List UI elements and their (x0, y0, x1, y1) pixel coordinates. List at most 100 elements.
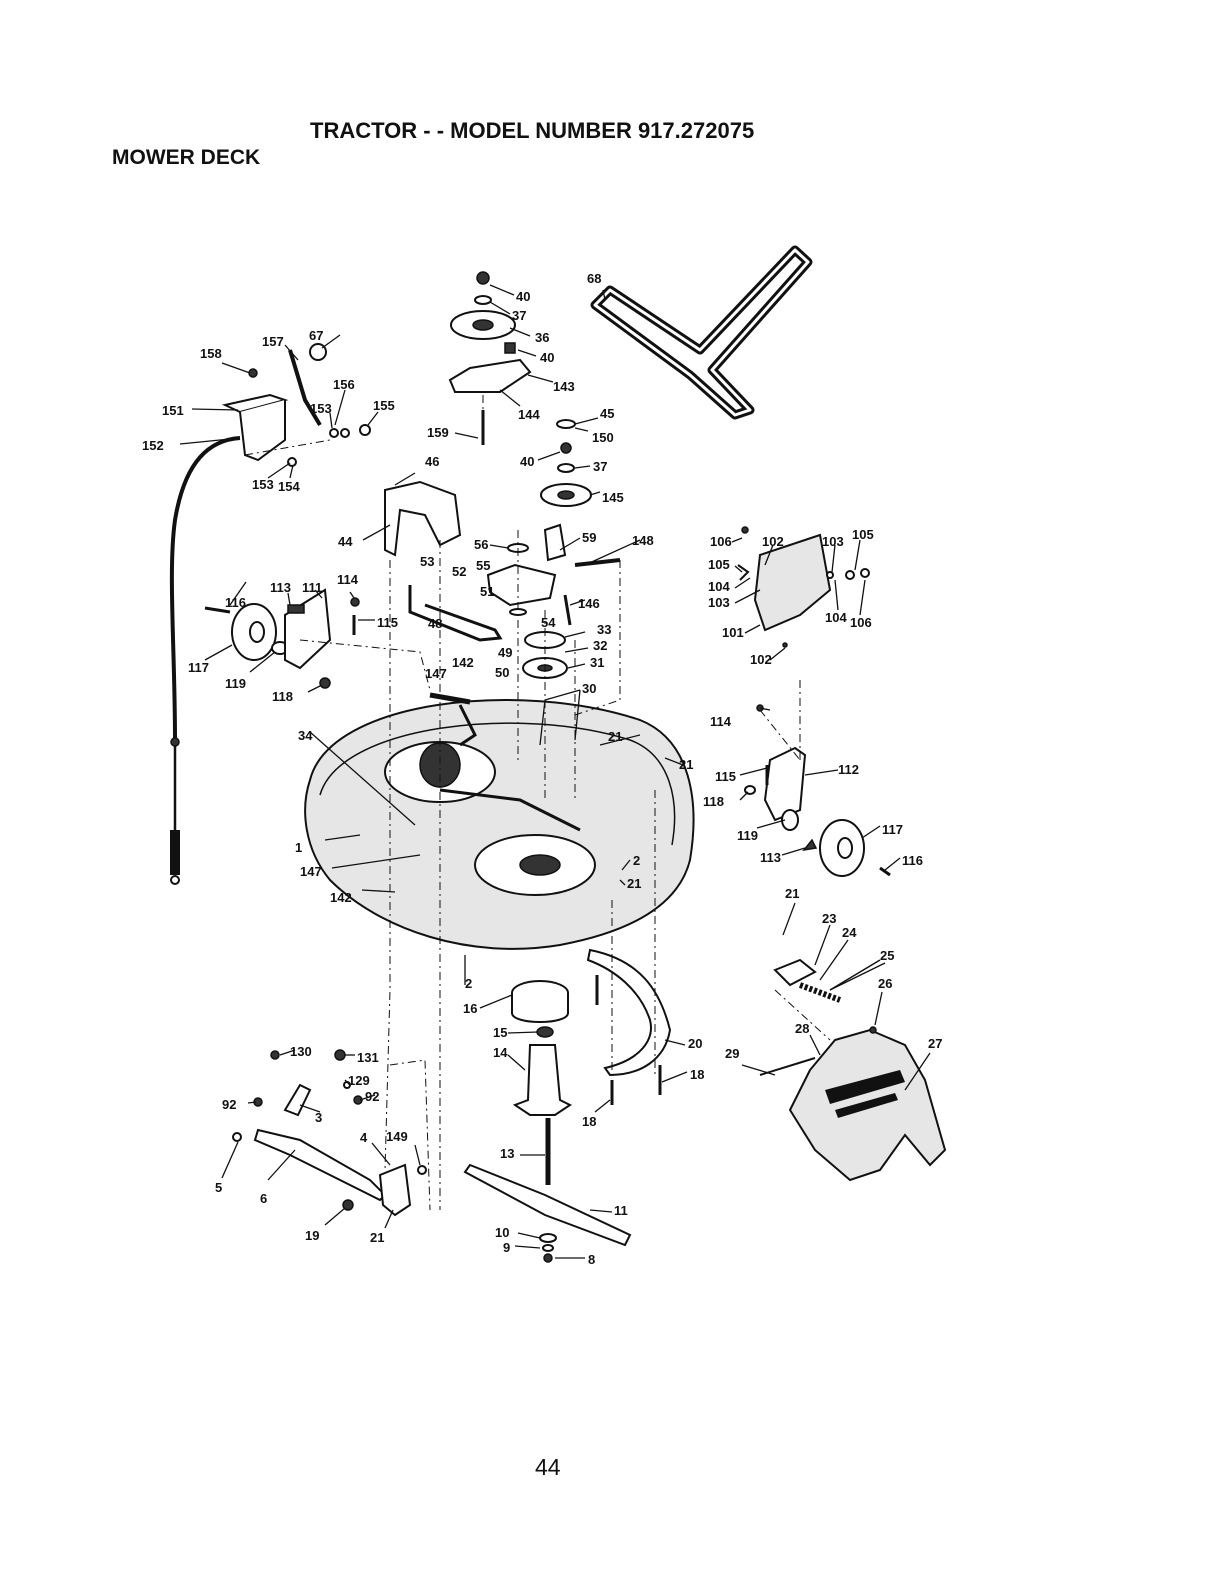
callout-label: 102 (762, 534, 784, 549)
callout-label: 111 (302, 580, 322, 595)
callout-label: 147 (300, 864, 322, 879)
callout-label: 67 (309, 328, 323, 343)
callout-label: 115 (715, 769, 736, 784)
callout-leaders (179, 284, 931, 1259)
callout-label: 104 (708, 579, 730, 594)
callout-label: 1 (295, 840, 302, 855)
callout-label: 16 (463, 1001, 477, 1016)
callout-label: 20 (688, 1036, 702, 1051)
callout-label: 149 (386, 1129, 408, 1144)
callout-label: 51 (480, 584, 494, 599)
callout-label: 21 (608, 729, 622, 744)
callout-label: 45 (600, 406, 614, 421)
callout-label: 56 (474, 537, 488, 552)
callout-label: 53 (420, 554, 434, 569)
callout-label: 152 (142, 438, 164, 453)
callout-label: 142 (452, 655, 474, 670)
callout-label: 143 (553, 379, 575, 394)
callout-label: 23 (822, 911, 836, 926)
idler-bracket-illustration (486, 523, 621, 679)
baffle-illustration (586, 948, 672, 1105)
callout-label: 153 (252, 477, 274, 492)
callout-label: 119 (737, 828, 758, 843)
callout-label: 2 (465, 976, 472, 991)
callout-label: 130 (290, 1044, 312, 1059)
callout-label: 131 (357, 1050, 379, 1065)
callout-label: 55 (476, 558, 490, 573)
section-title: MOWER DECK (112, 146, 261, 169)
callout-label: 48 (428, 616, 442, 631)
callout-label: 8 (588, 1252, 595, 1267)
callout-label: 155 (373, 398, 395, 413)
callout-label: 24 (842, 925, 857, 940)
callout-label: 32 (593, 638, 607, 653)
lift-lever-illustration (221, 343, 371, 467)
discharge-chute-illustration (759, 958, 947, 1182)
page-title: TRACTOR - - MODEL NUMBER 917.272075 (310, 118, 755, 143)
callout-label: 105 (852, 527, 874, 542)
callout-label: 21 (679, 757, 693, 772)
callout-label: 37 (593, 459, 607, 474)
callout-label: 118 (272, 689, 293, 704)
callout-label: 101 (722, 625, 744, 640)
callout-label: 15 (493, 1025, 507, 1040)
callout-label: 13 (500, 1146, 514, 1161)
callout-label: 19 (305, 1228, 319, 1243)
callout-label: 52 (452, 564, 466, 579)
callout-label: 40 (520, 454, 534, 469)
callout-label: 40 (516, 289, 530, 304)
blade-spindle-illustration (463, 980, 632, 1263)
callout-label: 18 (690, 1067, 704, 1082)
control-cable-illustration (169, 436, 241, 885)
callout-label: 150 (592, 430, 614, 445)
callout-label: 37 (512, 308, 526, 323)
callout-label: 112 (838, 762, 859, 777)
callout-label: 59 (582, 530, 596, 545)
linkage-illustration (408, 585, 503, 747)
callout-label: 49 (498, 645, 512, 660)
callout-label: 146 (578, 596, 600, 611)
callout-label: 129 (348, 1073, 370, 1088)
callout-label: 27 (928, 1036, 942, 1051)
callout-label: 113 (760, 850, 781, 865)
callout-label: 44 (338, 534, 353, 549)
callout-label: 106 (850, 615, 872, 630)
callout-label: 154 (278, 479, 300, 494)
callout-label: 117 (188, 660, 209, 675)
callout-label: 14 (493, 1045, 508, 1060)
pulley-assembly-illustration (448, 271, 592, 507)
callout-label: 28 (795, 1021, 809, 1036)
callout-label: 40 (540, 350, 554, 365)
rear-deflector-illustration (737, 526, 870, 648)
front-hanger-illustration (232, 1049, 427, 1217)
callout-label: 11 (614, 1203, 628, 1218)
callout-label: 159 (427, 425, 449, 440)
callout-label: 114 (337, 572, 359, 587)
callout-label: 10 (495, 1225, 509, 1240)
callout-label: 157 (262, 334, 284, 349)
callout-label: 31 (590, 655, 604, 670)
mower-deck-illustration (304, 699, 695, 950)
callout-label: 156 (333, 377, 355, 392)
callout-label: 92 (222, 1097, 236, 1112)
callout-label: 21 (627, 876, 641, 891)
callout-label: 113 (270, 580, 291, 595)
callout-label: 116 (225, 595, 246, 610)
callout-label: 25 (880, 948, 894, 963)
callout-label: 29 (725, 1046, 739, 1061)
callout-label: 103 (708, 595, 730, 610)
gauge-wheel-right-illustration (744, 704, 891, 877)
callout-label: 119 (225, 676, 246, 691)
callout-label: 92 (365, 1089, 379, 1104)
callout-label: 30 (582, 681, 596, 696)
callout-label: 5 (215, 1180, 222, 1195)
callout-label: 144 (518, 407, 540, 422)
callout-label: 151 (162, 403, 184, 418)
callout-label: 102 (750, 652, 772, 667)
callout-label: 21 (370, 1230, 384, 1245)
gauge-wheel-left-illustration (204, 588, 360, 689)
callout-label: 158 (200, 346, 222, 361)
callout-label: 9 (503, 1240, 510, 1255)
callout-label: 153 (310, 401, 332, 416)
